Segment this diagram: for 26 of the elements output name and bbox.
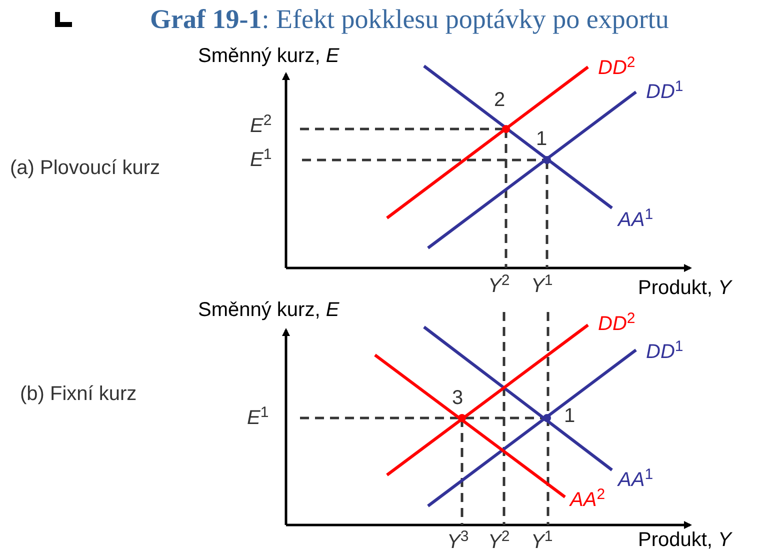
axis-title: Směnný kurz, E [198,298,340,323]
point-label: 1 [536,127,548,152]
curve-label: DD$^{1}$ [646,340,684,365]
curve-label: DD$^{2}$ [598,312,636,337]
tick-label: Y$^{1}$ [531,530,553,555]
point-label: 3 [452,386,464,411]
tick-label: E$^{2}$ [250,114,272,139]
curve-label: DD$^{1}$ [646,80,684,105]
curve-label: AA$^{2}$ [570,488,606,513]
panel-label: (b) Fixní kurz [20,382,137,407]
tick-label: Y$^{3}$ [447,530,469,555]
tick-label: Y$^{2}$ [488,530,510,555]
curve-label: AA$^{1}$ [618,208,654,233]
point-label: 1 [564,404,576,429]
curve-label: DD$^{2}$ [598,56,636,81]
title: Graf 19-1: Efekt pokklesu poptávky po exportu [150,6,669,33]
tick-label: Y$^{2}$ [488,274,510,299]
curve-label: AA$^{1}$ [618,468,654,493]
panel-label: (a) Plovoucí kurz [10,156,160,181]
tick-label: Y$^{1}$ [531,274,553,299]
tick-label: E$^{1}$ [247,406,269,431]
axis-title: Produkt, Y [638,276,732,301]
axis-title: Směnný kurz, E [198,44,340,69]
point-label: 2 [494,88,506,113]
axis-title: Produkt, Y [638,528,732,553]
tick-label: E$^{1}$ [250,148,272,173]
